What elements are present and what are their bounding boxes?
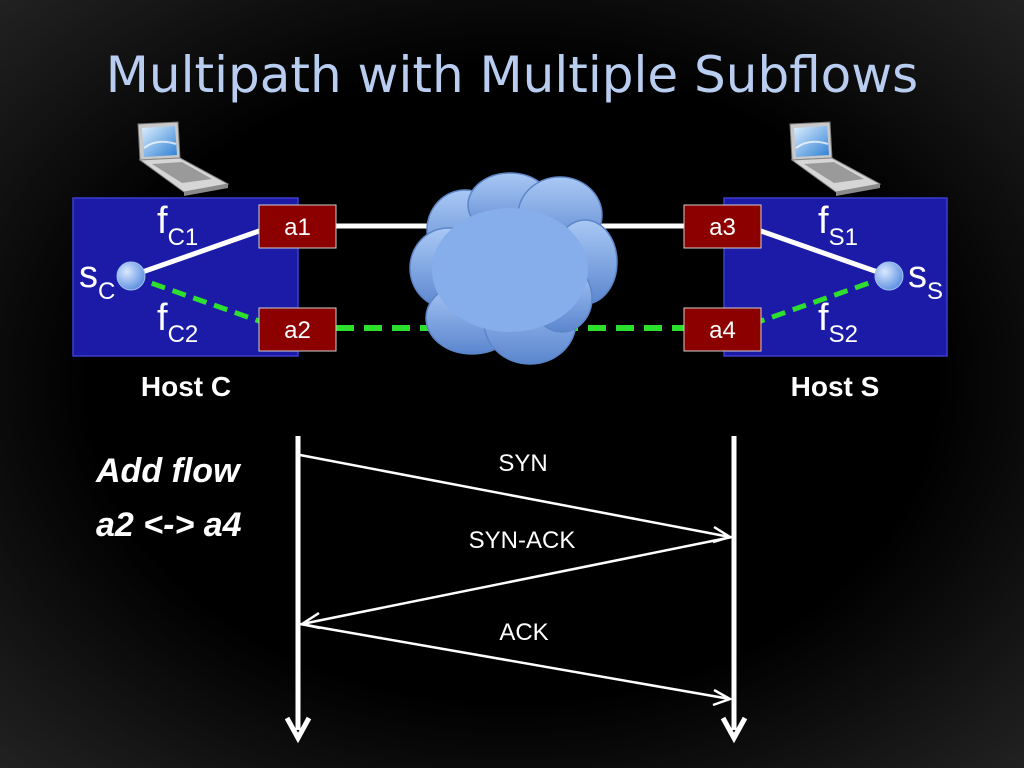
port-a1: a1 <box>258 204 337 249</box>
subflow-line-s1 <box>757 227 890 279</box>
port-a2: a2 <box>258 307 337 352</box>
subflow-line-s2 <box>757 273 890 325</box>
port-label: a4 <box>709 317 736 344</box>
laptop-icon <box>137 121 229 197</box>
socket-label-c: sC <box>79 254 115 305</box>
subflow-line-c2 <box>130 273 263 325</box>
socket-node-s <box>874 261 904 291</box>
port-label: a3 <box>709 214 736 241</box>
port-label: a2 <box>284 317 311 344</box>
timeline-client <box>284 436 312 744</box>
timeline-server <box>720 436 748 744</box>
laptop-icon <box>789 121 881 197</box>
port-a3: a3 <box>683 204 762 249</box>
socket-label-s: sS <box>908 254 943 305</box>
flow-label-s1: fS1 <box>818 200 858 251</box>
port-a4: a4 <box>683 307 762 352</box>
flow-label-s2: fS2 <box>818 297 858 348</box>
flow-label-c2: fC2 <box>157 297 198 348</box>
page-title: Multipath with Multiple Subflows <box>105 46 919 104</box>
note-line-2: a2 <-> a4 <box>96 506 242 544</box>
message-label-syn: SYN <box>498 450 547 477</box>
port-label: a1 <box>284 214 311 241</box>
message-arrow-ack <box>299 622 734 707</box>
flow-label-c1: fC1 <box>157 200 198 251</box>
host-s-label: Host S <box>791 371 880 402</box>
note-line-1: Add flow <box>95 452 242 490</box>
host-c-label: Host C <box>141 371 231 402</box>
message-label-syn-ack: SYN-ACK <box>469 527 576 554</box>
message-label-ack: ACK <box>499 619 548 646</box>
subflow-line-c1 <box>130 227 263 279</box>
socket-node-c <box>116 261 146 291</box>
